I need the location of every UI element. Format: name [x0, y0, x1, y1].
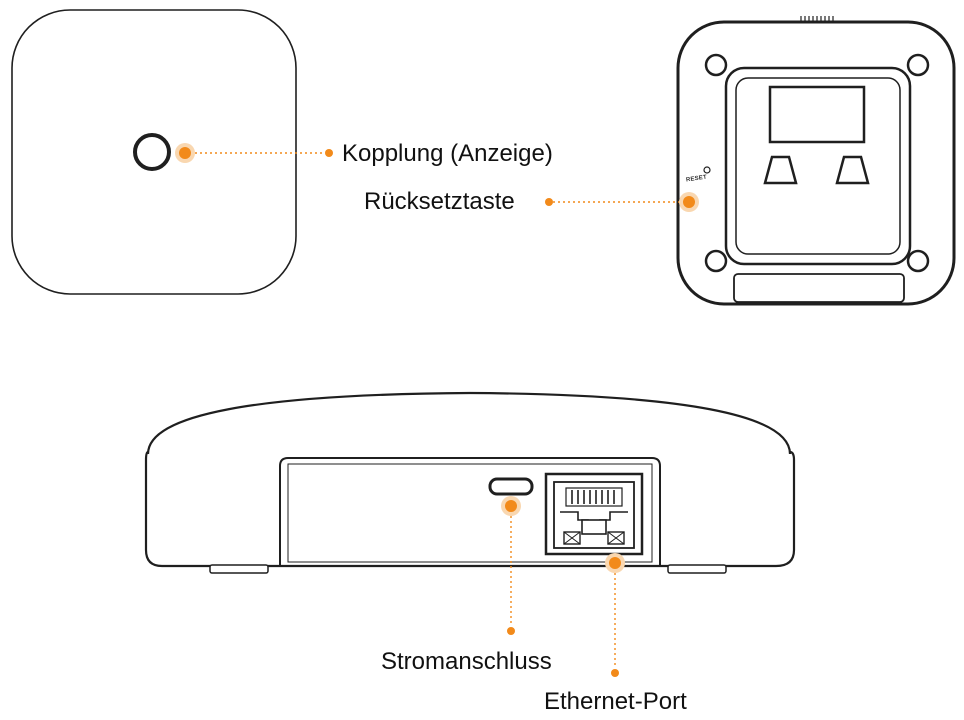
vent-marks — [800, 16, 834, 22]
reset-pinhole — [703, 166, 711, 174]
callout-ethernet — [605, 553, 625, 677]
micro-usb-port — [488, 477, 534, 496]
pairing-indicator-ring — [133, 133, 171, 171]
device-top-view — [11, 9, 297, 295]
mount-keyhole — [763, 155, 798, 185]
screw-hole — [906, 249, 930, 273]
mount-panel-inner — [735, 77, 901, 255]
callout-reset — [545, 192, 699, 212]
label-reset-button: Rücksetztaste — [364, 188, 515, 215]
screw-hole — [906, 53, 930, 77]
callout-power — [501, 496, 521, 635]
label-window — [768, 85, 866, 144]
mount-keyhole — [835, 155, 870, 185]
callout-pairing — [175, 143, 333, 163]
bottom-slot — [733, 273, 905, 303]
ethernet-jack — [544, 472, 644, 556]
device-side-view — [144, 391, 796, 574]
device-bottom-view — [676, 16, 956, 306]
screw-hole — [704, 53, 728, 77]
label-pairing-indicator: Kopplung (Anzeige) — [342, 140, 553, 167]
label-power-port: Stromanschluss — [381, 648, 552, 675]
foot — [209, 564, 269, 574]
mount-panel-outer — [724, 66, 912, 266]
foot — [667, 564, 727, 574]
label-ethernet-port: Ethernet-Port — [544, 688, 687, 715]
screw-hole — [704, 249, 728, 273]
